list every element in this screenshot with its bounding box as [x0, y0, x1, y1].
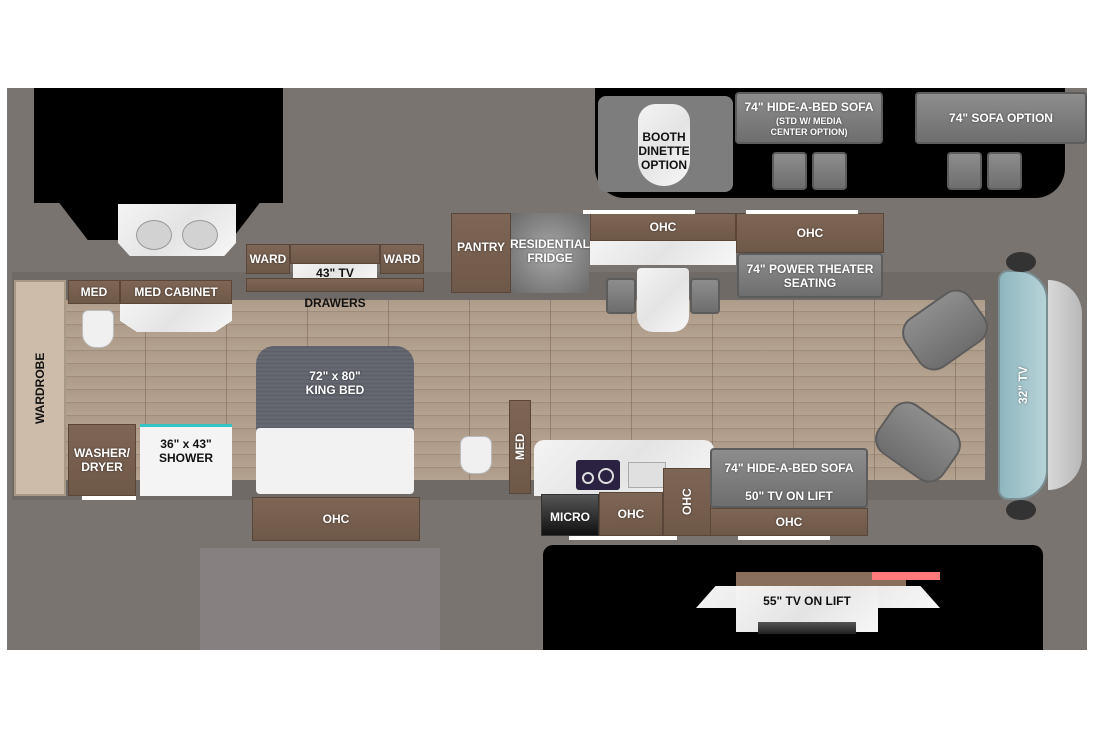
med-cabinet-label: MED CABINET [134, 285, 218, 299]
drawers-cabinet [246, 278, 424, 292]
kitchen-counter [590, 241, 736, 265]
hide-a-bed-option-note: (STD W/ MEDIA CENTER OPTION) [770, 116, 848, 137]
microwave: MICRO [541, 494, 599, 536]
media-center-option: 55" TV ON LIFT [696, 572, 940, 634]
window-marker-2 [583, 210, 695, 214]
half-bath-med: MED [509, 400, 531, 494]
fridge-label: RESIDENTIAL FRIDGE [510, 237, 591, 265]
drawers-label: DRAWERS [304, 296, 366, 310]
wardrobe-label: WARDROBE [33, 352, 47, 424]
toilet-master [82, 310, 114, 348]
pantry: PANTRY [451, 213, 511, 293]
ward-left: WARD [246, 244, 290, 274]
galley-sink [628, 462, 666, 488]
tv-50-label: 50" TV ON LIFT [745, 489, 833, 503]
kitchen-ohc-top-label: OHC [649, 220, 677, 234]
hide-a-bed-option-title: 74" HIDE-A-BED SOFA [744, 100, 874, 114]
wardrobe: WARDROBE [14, 280, 66, 496]
bottom-white-strip [0, 650, 1100, 750]
med-label: MED [80, 285, 108, 299]
ottoman-right-1 [947, 152, 982, 190]
booth-dinette-table [638, 104, 690, 186]
ottoman-left-2 [812, 152, 847, 190]
washer-dryer-label: WASHER/ DRYER [73, 446, 130, 474]
micro-label: MICRO [550, 510, 590, 524]
bed-blanket [256, 346, 414, 436]
booth-dinette-option: BOOTH DINETTE OPTION [598, 96, 733, 192]
right-white-strip [1087, 0, 1100, 750]
living-ohc-top-label: OHC [796, 226, 824, 240]
window-marker-3 [746, 210, 858, 214]
media-center-red-strip [872, 572, 940, 580]
kitchen-ohc-vertical: OHC [663, 468, 711, 536]
tv-32-label: 32" TV [1016, 366, 1030, 404]
burner-1 [582, 472, 594, 484]
ward-right: WARD [380, 244, 424, 274]
dinette-chair-left [606, 278, 636, 314]
dinette-table [637, 268, 689, 332]
window-marker-4 [569, 536, 677, 540]
media-center-step [758, 622, 856, 634]
sink-left [136, 220, 172, 250]
cutout-top-left [34, 88, 283, 203]
half-bath-med-label: MED [513, 433, 527, 461]
ottoman-left-1 [772, 152, 807, 190]
ward-right-label: WARD [383, 252, 421, 266]
windshield-front [1048, 280, 1082, 490]
mirror-bottom [1006, 500, 1036, 520]
kitchen-ohc-vertical-label: OHC [680, 488, 694, 516]
shower-label: 36" x 43" SHOWER [159, 437, 213, 465]
media-center-top-strip [736, 572, 906, 586]
tv-55-label: 55" TV ON LIFT [763, 594, 851, 608]
residential-fridge: RESIDENTIAL FRIDGE [510, 213, 591, 293]
window-marker-1 [82, 496, 136, 500]
pantry-label: PANTRY [457, 240, 505, 254]
shower: 36" x 43" SHOWER [140, 424, 232, 496]
sofa-option-label: 74" SOFA OPTION [949, 111, 1053, 125]
window-marker-5 [738, 536, 830, 540]
hide-a-bed-sofa: 74" HIDE-A-BED SOFA 50" TV ON LIFT [710, 448, 868, 508]
living-ohc-top: OHC [736, 213, 884, 253]
kitchen-ohc-top: OHC [590, 213, 736, 241]
sink-right [182, 220, 218, 250]
king-bed-label: 72" x 80" KING BED [305, 369, 365, 397]
kitchen-ohc-bottom-label: OHC [617, 507, 645, 521]
theater-seating: 74" POWER THEATER SEATING [737, 253, 883, 298]
booth-dinette-label: BOOTH DINETTE OPTION [638, 130, 690, 172]
tv-cabinet [290, 244, 380, 264]
mirror-top [1006, 252, 1036, 272]
king-bed: 72" x 80" KING BED [256, 346, 414, 494]
med-cabinet-small: MED [68, 280, 120, 304]
living-ohc-bottom: OHC [710, 508, 868, 536]
dashboard: 32" TV [998, 270, 1048, 500]
toilet-half-bath [460, 436, 492, 474]
tv-43-label: 43" TV [316, 266, 354, 280]
dinette-chair-right [690, 278, 720, 314]
top-white-strip [0, 0, 1100, 88]
living-ohc-bottom-label: OHC [775, 515, 803, 529]
med-cabinet: MED CABINET [120, 280, 232, 304]
theater-seating-label: 74" POWER THEATER SEATING [746, 261, 874, 290]
bath-sink [120, 304, 232, 332]
double-vanity [118, 204, 236, 256]
bottom-left-shadow [200, 548, 440, 650]
bed-pillows [256, 428, 414, 494]
tv-43: 43" TV [293, 264, 377, 282]
hide-a-bed-sofa-option: 74" HIDE-A-BED SOFA (STD W/ MEDIA CENTER… [735, 92, 883, 144]
kitchen-ohc-bottom: OHC [599, 492, 663, 536]
hide-a-bed-label: 74" HIDE-A-BED SOFA [724, 461, 854, 475]
washer-dryer: WASHER/ DRYER [68, 424, 136, 496]
ottoman-right-2 [987, 152, 1022, 190]
ward-left-label: WARD [249, 252, 287, 266]
burner-2 [598, 468, 614, 484]
bedroom-ohc-label: OHC [322, 512, 350, 526]
sofa-option: 74" SOFA OPTION [915, 92, 1087, 144]
cooktop [576, 460, 620, 490]
bedroom-ohc: OHC [252, 497, 420, 541]
